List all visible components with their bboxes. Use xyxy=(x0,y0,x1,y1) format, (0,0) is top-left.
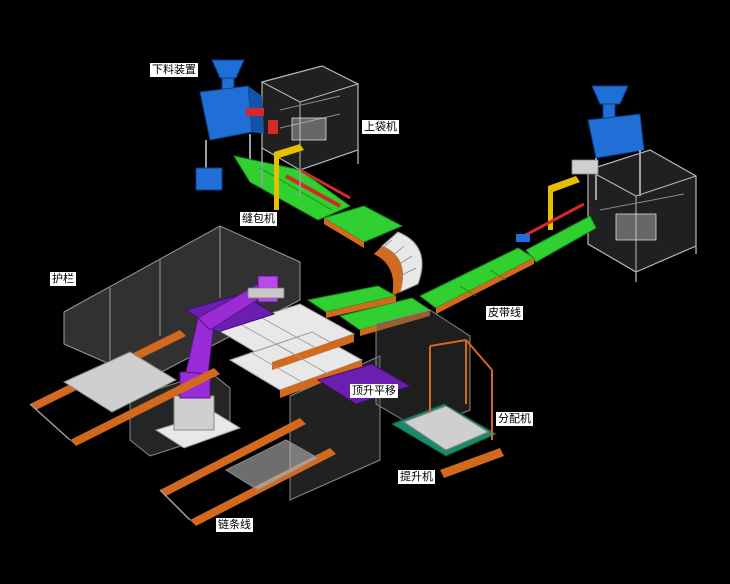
left-bagging-station xyxy=(195,59,359,221)
elevator-distributor xyxy=(390,339,504,478)
label-chain-line: 链条线 xyxy=(216,518,253,532)
label-jacking-transfer: 顶升平移 xyxy=(350,384,398,398)
right-bagging-station xyxy=(516,85,697,282)
label-feeder: 下料装置 xyxy=(150,63,198,77)
label-guardrail: 护栏 xyxy=(50,272,76,286)
palletizing-robot xyxy=(154,275,285,449)
label-distributor: 分配机 xyxy=(496,412,533,426)
label-bag-loader: 上袋机 xyxy=(362,120,399,134)
label-elevator: 提升机 xyxy=(398,470,435,484)
chain-line-conveyors xyxy=(29,330,336,526)
belt-line-conveyors xyxy=(306,205,536,336)
label-sewing-machine: 缝包机 xyxy=(240,212,277,226)
label-belt-line: 皮带线 xyxy=(486,306,523,320)
